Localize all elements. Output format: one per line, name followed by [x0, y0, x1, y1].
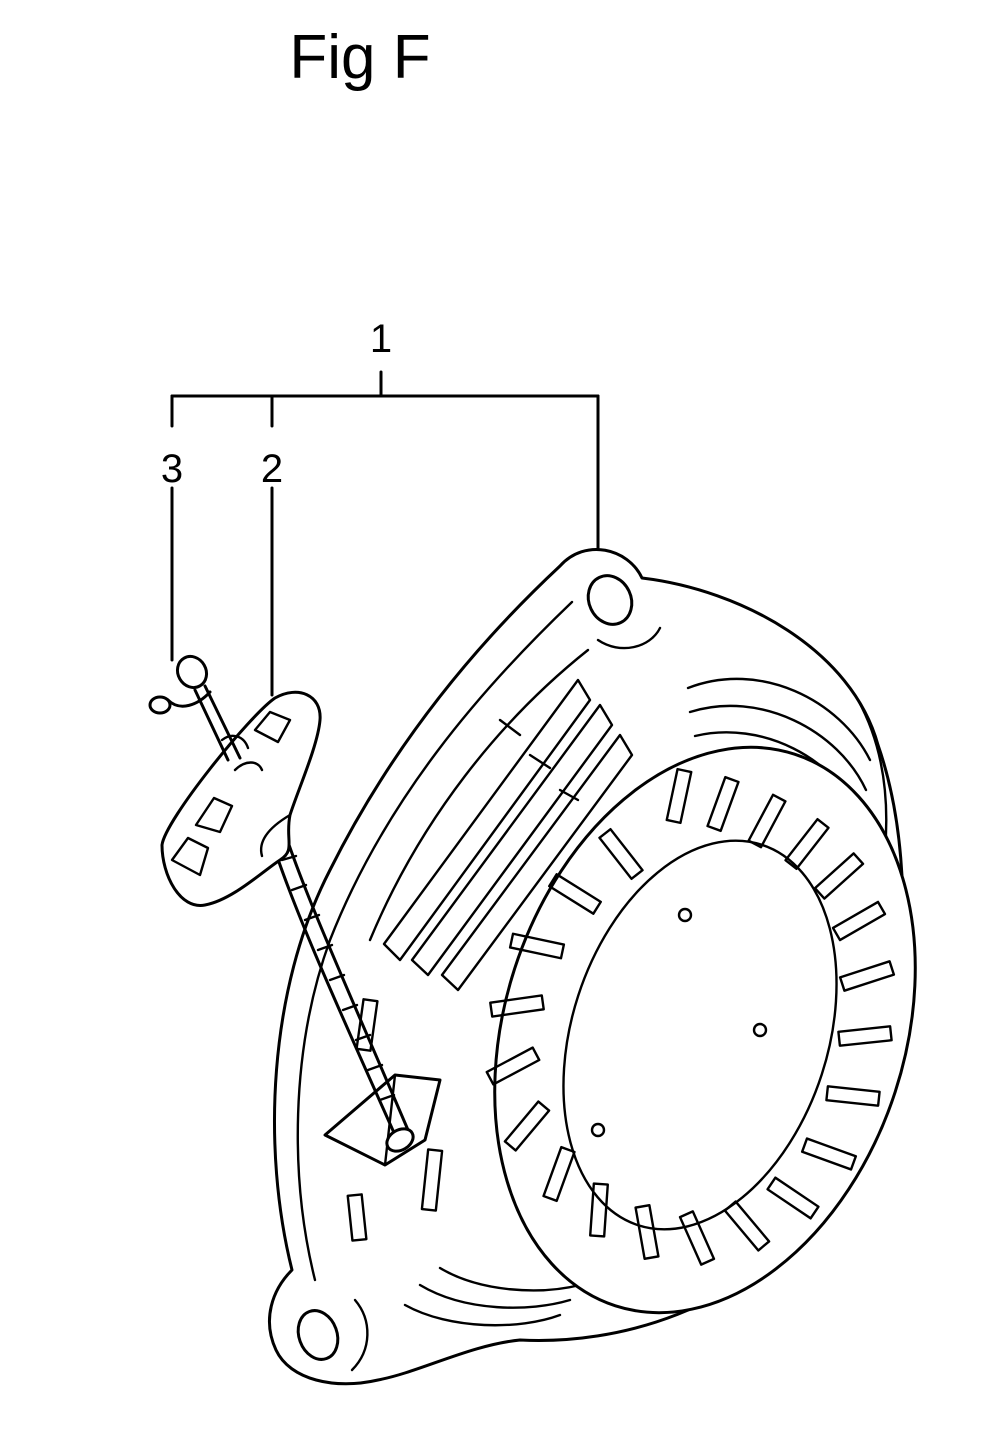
figure-title: Fig F	[289, 23, 431, 92]
cover-vent-slots	[485, 767, 896, 1266]
bottom-mount-hole	[296, 1309, 340, 1361]
top-mount-hole	[586, 574, 634, 626]
cover-hole	[677, 907, 693, 923]
callout-label-3: 3	[161, 447, 183, 491]
cover-hole	[590, 1122, 606, 1138]
starter-handle	[160, 690, 322, 907]
callout-leaders	[170, 370, 600, 697]
rope-knot	[148, 654, 250, 762]
cover-hole	[752, 1022, 768, 1038]
starter-cover	[485, 745, 917, 1315]
callout-label-2: 2	[261, 447, 283, 491]
callout-label-1: 1	[370, 317, 392, 361]
